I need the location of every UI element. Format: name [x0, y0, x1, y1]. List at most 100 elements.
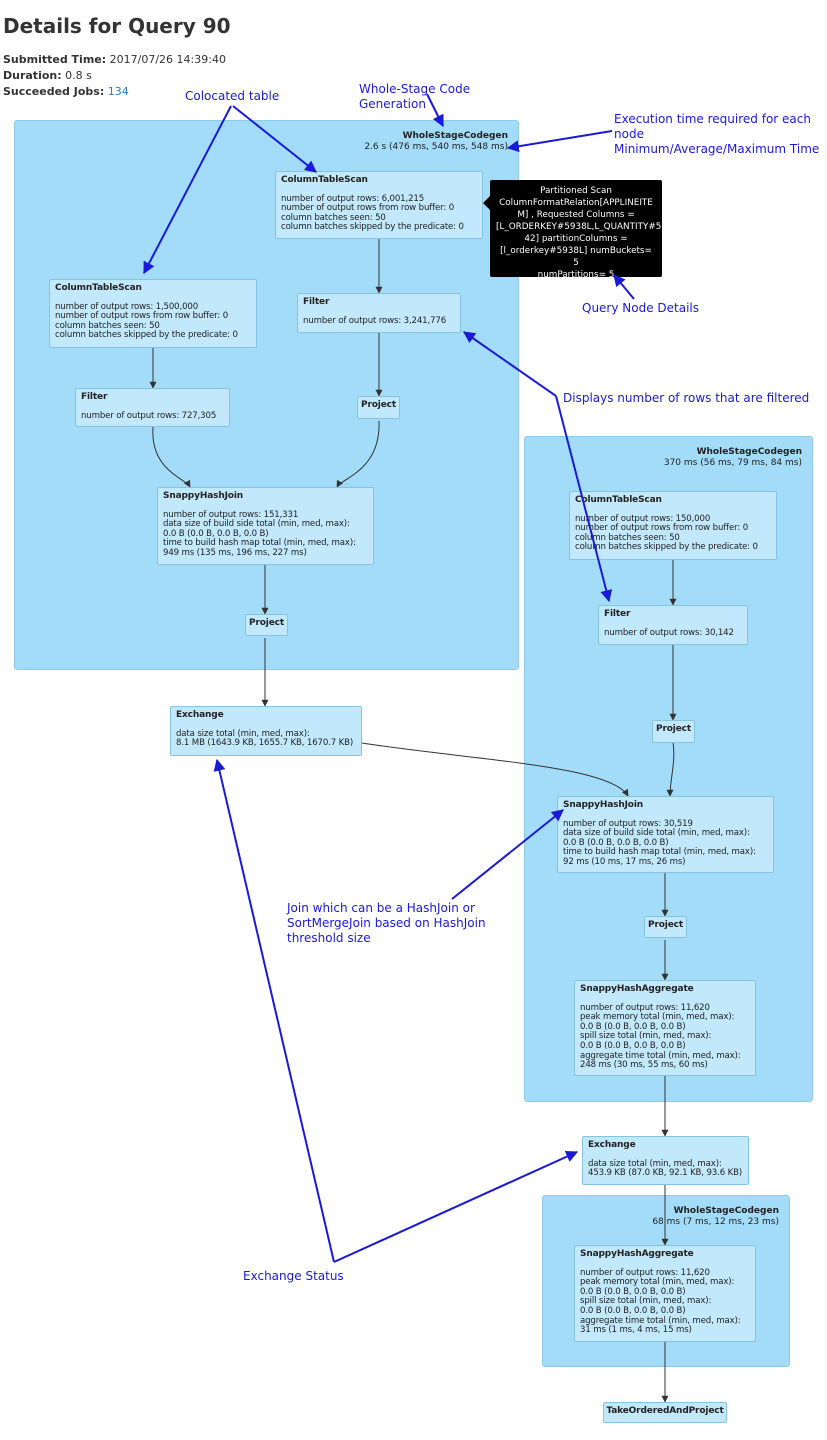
- node-name: ColumnTableScan: [281, 175, 368, 185]
- node-project-1[interactable]: Project: [357, 396, 400, 419]
- node-metric: number of output rows: 30,142: [604, 627, 734, 638]
- annotation-line: Execution time required for each: [614, 112, 811, 126]
- node-name: SnappyHashJoin: [563, 800, 644, 810]
- node-metric: peak memory total (min, med, max):: [580, 1277, 735, 1288]
- node-snappy-hash-aggregate-1[interactable]: SnappyHashAggregate number of output row…: [574, 980, 756, 1076]
- node-name: SnappyHashAggregate: [580, 1249, 694, 1259]
- tooltip-line: 42] partitionColumns =: [524, 234, 628, 244]
- node-metric: spill size total (min, med, max):: [580, 1296, 712, 1307]
- annotation-arrow: [613, 274, 635, 300]
- node-column-table-scan-3[interactable]: ColumnTableScan number of output rows: 1…: [569, 491, 777, 560]
- node-metric: number of output rows: 30,519: [563, 818, 693, 829]
- node-metric: number of output rows: 11,620: [580, 1267, 710, 1278]
- submitted-label: Submitted Time:: [3, 53, 107, 66]
- cluster-header: WholeStageCodegen 68 ms (7 ms, 12 ms, 23…: [652, 1206, 779, 1228]
- node-metric: column batches skipped by the predicate:…: [55, 330, 238, 341]
- query-node-tooltip: Partitioned Scan ColumnFormatRelation[AP…: [483, 180, 667, 280]
- node-metric: number of output rows: 3,241,776: [303, 315, 447, 326]
- node-snappy-hash-join-2[interactable]: SnappyHashJoin number of output rows: 30…: [557, 796, 774, 873]
- node-metric: data size total (min, med, max):: [588, 1158, 722, 1169]
- node-take-ordered-and-project[interactable]: TakeOrderedAndProject: [603, 1402, 727, 1423]
- node-name: Filter: [604, 609, 631, 619]
- node-snappy-hash-aggregate-2[interactable]: SnappyHashAggregate number of output row…: [574, 1245, 756, 1342]
- node-name: Exchange: [588, 1140, 636, 1150]
- node-filter-2[interactable]: Filter number of output rows: 727,305: [75, 388, 230, 427]
- node-exchange-2[interactable]: Exchange data size total (min, med, max)…: [582, 1136, 749, 1185]
- node-metric: data size total (min, med, max):: [176, 728, 310, 739]
- node-metric: 31 ms (1 ms, 4 ms, 15 ms): [580, 1325, 692, 1336]
- node-metric: number of output rows: 150,000: [575, 513, 711, 524]
- annotation-arrow: [555, 395, 613, 603]
- jobs-label: Succeeded Jobs:: [3, 85, 105, 98]
- node-metric: 8.1 MB (1643.9 KB, 1655.7 KB, 1670.7 KB): [176, 738, 354, 749]
- cluster-header: WholeStageCodegen 370 ms (56 ms, 79 ms, …: [664, 447, 802, 469]
- edge: [336, 420, 380, 488]
- node-metric: number of output rows from row buffer: 0: [281, 203, 455, 214]
- node-exchange-1[interactable]: Exchange data size total (min, med, max)…: [170, 706, 362, 756]
- node-metric: column batches seen: 50: [55, 320, 160, 331]
- node-metric: 0.0 B (0.0 B, 0.0 B, 0.0 B): [580, 1040, 686, 1051]
- node-name: Filter: [81, 392, 108, 402]
- node-metric: aggregate time total (min, med, max):: [580, 1050, 741, 1061]
- annotation-arrow: [232, 105, 317, 173]
- node-metric: number of output rows: 151,331: [163, 509, 299, 520]
- cluster-time: 2.6 s (476 ms, 540 ms, 548 ms): [364, 142, 508, 152]
- annotation-arrow: [143, 105, 232, 275]
- node-name: Filter: [303, 297, 330, 307]
- node-metric: column batches seen: 50: [575, 532, 680, 543]
- annotation-arrow: [333, 1150, 579, 1263]
- cluster-time: 68 ms (7 ms, 12 ms, 23 ms): [652, 1217, 779, 1227]
- annotation-line: Join which can be a HashJoin or: [287, 901, 475, 915]
- annotation-arrow: [426, 93, 444, 128]
- annotation-line: threshold size: [287, 931, 371, 945]
- node-metric: 92 ms (10 ms, 17 ms, 26 ms): [563, 856, 686, 867]
- tooltip-line: [l_orderkey#5938L] numBuckets= 5: [500, 246, 652, 268]
- node-project-4[interactable]: Project: [644, 916, 687, 938]
- node-metric: column batches skipped by the predicate:…: [281, 222, 464, 233]
- page-title: Details for Query 90: [3, 14, 231, 38]
- node-metric: 0.0 B (0.0 B, 0.0 B, 0.0 B): [580, 1021, 686, 1032]
- jobs-link[interactable]: 134: [107, 85, 129, 98]
- submitted-time: Submitted Time: 2017/07/26 14:39:40: [3, 53, 226, 66]
- node-filter-3[interactable]: Filter number of output rows: 30,142: [598, 605, 748, 645]
- annotation-arrow: [213, 758, 335, 1263]
- node-project-3[interactable]: Project: [652, 720, 695, 743]
- annotation-exchange-status: Exchange Status: [243, 1269, 344, 1283]
- node-metric: 453.9 KB (87.0 KB, 92.1 KB, 93.6 KB): [588, 1168, 743, 1179]
- cluster-header: WholeStageCodegen 2.6 s (476 ms, 540 ms,…: [364, 131, 508, 153]
- node-column-table-scan-1[interactable]: ColumnTableScan number of output rows: 6…: [275, 171, 483, 239]
- node-metric: peak memory total (min, med, max):: [580, 1012, 735, 1023]
- annotation-query-node-details: Query Node Details: [582, 301, 700, 315]
- node-metric: 949 ms (135 ms, 196 ms, 227 ms): [163, 547, 307, 558]
- node-column-table-scan-2[interactable]: ColumnTableScan number of output rows: 1…: [49, 279, 257, 348]
- node-metric: spill size total (min, med, max):: [580, 1031, 712, 1042]
- node-metric: aggregate time total (min, med, max):: [580, 1315, 741, 1326]
- duration-value: 0.8 s: [65, 69, 92, 82]
- node-metric: number of output rows: 727,305: [81, 410, 217, 421]
- succeeded-jobs: Succeeded Jobs: 134: [3, 85, 129, 98]
- node-metric: number of output rows: 11,620: [580, 1002, 710, 1013]
- annotation-colocated-table: Colocated table: [185, 89, 280, 103]
- tooltip-line: Partitioned Scan: [540, 186, 612, 196]
- node-name: Exchange: [176, 710, 224, 720]
- annotation-line: SortMergeJoin based on HashJoin: [287, 916, 486, 930]
- node-metric: 0.0 B (0.0 B, 0.0 B, 0.0 B): [563, 837, 669, 848]
- tooltip-line: numPartitions= 5: [537, 270, 615, 280]
- node-metric: time to build hash map total (min, med, …: [163, 538, 356, 549]
- node-name: SnappyHashAggregate: [580, 984, 694, 994]
- duration-label: Duration:: [3, 69, 62, 82]
- annotation-arrow: [506, 130, 613, 153]
- node-filter-1[interactable]: Filter number of output rows: 3,241,776: [297, 293, 461, 333]
- cluster-name: WholeStageCodegen: [696, 447, 802, 457]
- node-snappy-hash-join-1[interactable]: SnappyHashJoin number of output rows: 15…: [157, 487, 374, 565]
- node-metric: number of output rows: 6,001,215: [281, 193, 425, 204]
- duration: Duration: 0.8 s: [3, 69, 92, 82]
- node-name: TakeOrderedAndProject: [606, 1406, 724, 1416]
- node-metric: column batches seen: 50: [281, 212, 386, 223]
- node-project-2[interactable]: Project: [245, 614, 288, 636]
- cluster-name: WholeStageCodegen: [402, 131, 508, 141]
- edge: [666, 742, 675, 797]
- annotation-line: node: [614, 127, 644, 141]
- annotation-arrow: [463, 331, 557, 397]
